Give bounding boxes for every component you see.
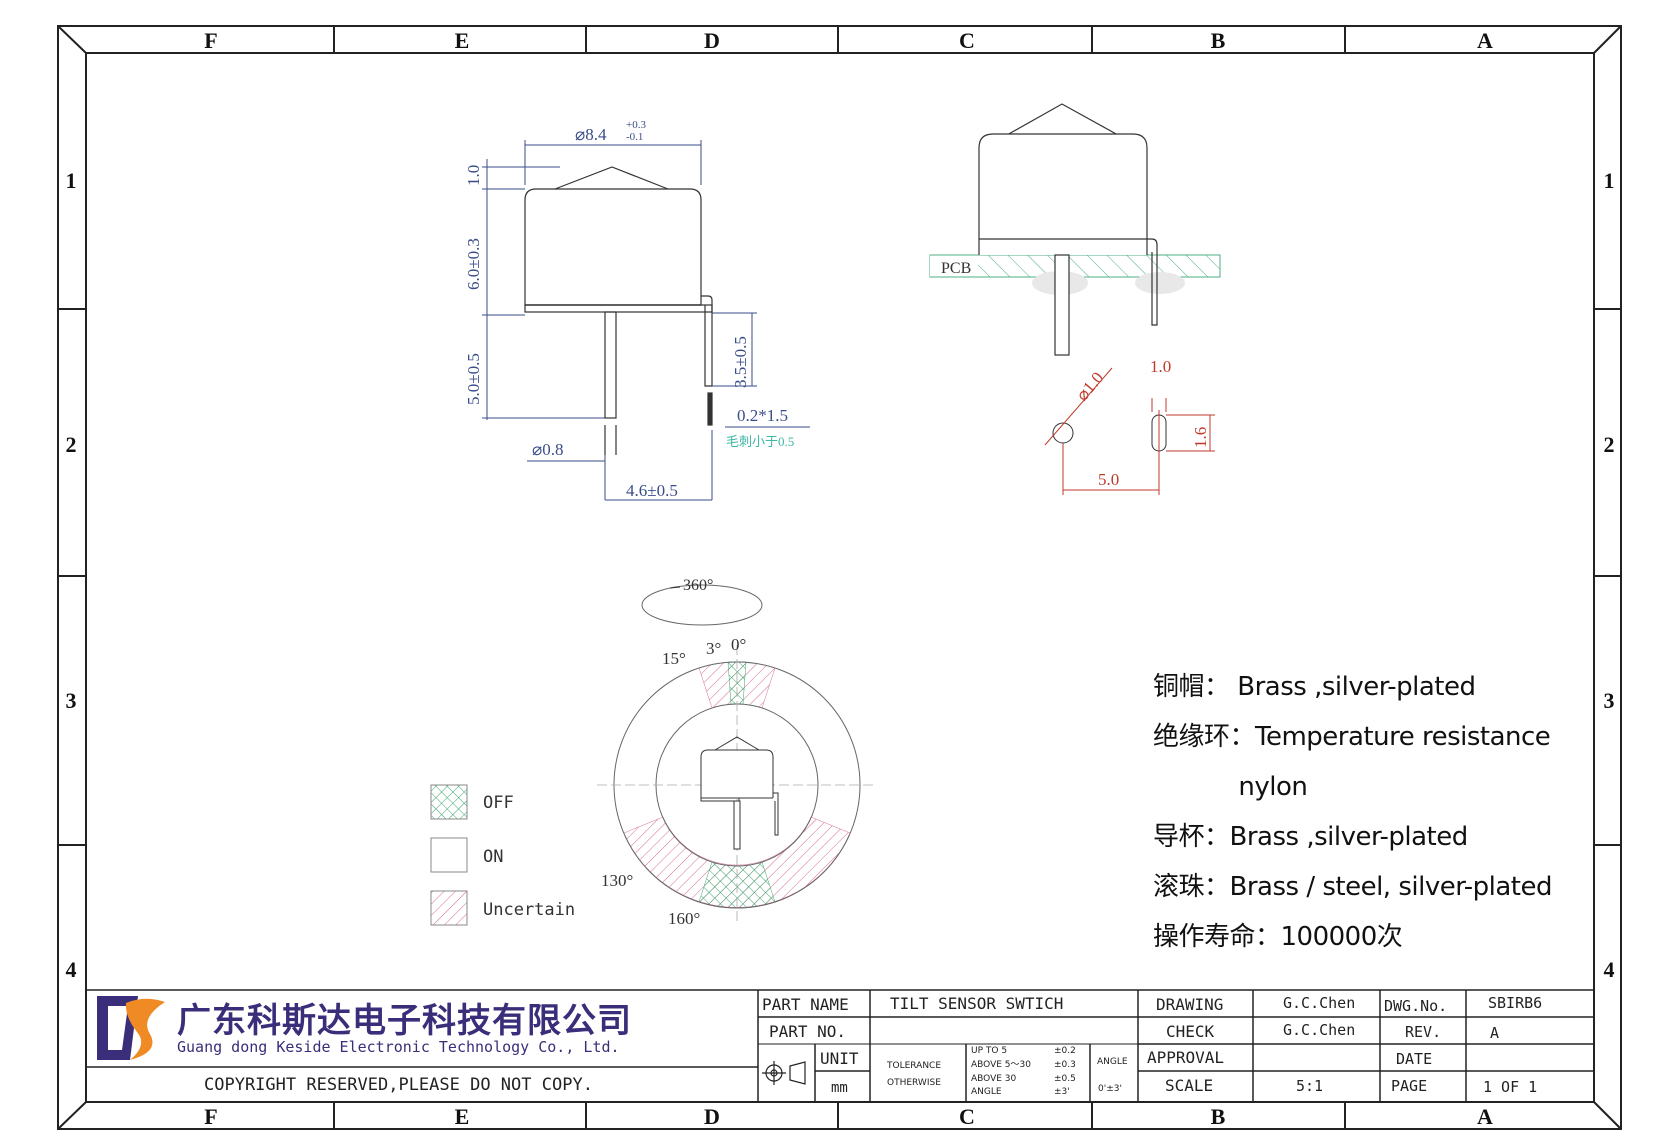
rev-value: A xyxy=(1490,1024,1499,1042)
part-name-label: PART NAME xyxy=(762,995,849,1014)
row-label-right: 2 xyxy=(1604,432,1615,457)
part-no-label: PART NO. xyxy=(769,1022,846,1041)
col-label-bottom: F xyxy=(204,1104,217,1129)
approval-label: APPROVAL xyxy=(1147,1048,1224,1067)
material-insulation-ring: 绝缘环：Temperature resistance xyxy=(1153,722,1551,752)
legend-uncertain-label: Uncertain xyxy=(483,900,575,920)
row-label-right: 4 xyxy=(1604,957,1615,982)
projection-symbol-icon xyxy=(762,1061,806,1085)
materials-list: 铜帽： Brass ,silver-plated 绝缘环：Temperature… xyxy=(1153,662,1673,962)
tol-row4-value: ±3' xyxy=(1054,1087,1070,1097)
state-legend: OFF ON Uncertain xyxy=(430,784,575,926)
dim-tab-length: 3.5±0.5 xyxy=(731,336,750,388)
tolerance-otherwise: OTHERWISE xyxy=(887,1078,941,1088)
tol-row2-range: ABOVE 5～30 xyxy=(971,1060,1031,1070)
legend-on-label: ON xyxy=(483,847,503,867)
material-cap: 铜帽： Brass ,silver-plated xyxy=(1153,672,1476,702)
unit-label: UNIT xyxy=(820,1049,859,1068)
drawing-value: G.C.Chen xyxy=(1283,994,1355,1012)
pcb-mount-view: PCB ⌀1.0 1.0 1.6 5. xyxy=(929,103,1221,495)
col-label-top: C xyxy=(959,28,975,53)
dim-pin-spacing: 4.6±0.5 xyxy=(626,481,678,500)
col-label-bottom: E xyxy=(455,1104,470,1129)
pcb-label: PCB xyxy=(941,260,971,277)
tilt-angle-diagram: 360° xyxy=(597,577,877,928)
tol-row1-value: ±0.2 xyxy=(1054,1046,1076,1056)
dim-hole-diameter: ⌀1.0 xyxy=(1073,368,1108,404)
col-label-bottom: D xyxy=(704,1104,720,1129)
dim-tol-upper: +0.3 xyxy=(626,119,646,131)
material-cup: 导杯：Brass ,silver-plated xyxy=(1153,822,1468,852)
frame-labels: F E D C B A F E D C B A 1 2 3 4 1 2 3 4 xyxy=(66,28,1615,1129)
company-name-en: Guang dong Keside Electronic Technology … xyxy=(177,1038,620,1056)
row-label-right: 1 xyxy=(1604,168,1615,193)
row-label-left: 3 xyxy=(66,688,77,713)
row-label-left: 2 xyxy=(66,432,77,457)
company-logo-icon xyxy=(97,996,165,1060)
angle-tol-value: 0'±3' xyxy=(1098,1084,1122,1094)
col-label-bottom: A xyxy=(1477,1104,1493,1129)
tol-row4-range: ANGLE xyxy=(971,1087,1002,1097)
dim-tol-lower: -0.1 xyxy=(626,131,643,143)
title-block xyxy=(86,989,1594,1102)
company-name-cn: 广东科斯达电子科技有限公司 xyxy=(177,1001,632,1041)
angle-3: 3° xyxy=(706,639,721,658)
dim-pin-length: 5.0±0.5 xyxy=(464,353,483,405)
dim-diameter: ⌀8.4 xyxy=(575,125,607,144)
tolerance-label: TOLERANCE xyxy=(886,1061,941,1071)
col-label-bottom: C xyxy=(959,1104,975,1129)
row-label-left: 1 xyxy=(66,168,77,193)
col-label-top: F xyxy=(204,28,217,53)
dim-slot-height: 1.6 xyxy=(1191,427,1210,448)
tol-row2-value: ±0.3 xyxy=(1054,1060,1076,1070)
angle-160: 160° xyxy=(668,909,700,928)
material-ball: 滚珠：Brass / steel, silver-plated xyxy=(1153,872,1552,902)
row-label-right: 3 xyxy=(1604,688,1615,713)
scale-label: SCALE xyxy=(1165,1076,1213,1095)
legend-off-label: OFF xyxy=(483,793,514,813)
dim-cap-height: 1.0 xyxy=(464,165,483,186)
col-label-top: D xyxy=(704,28,720,53)
drawing-frame xyxy=(57,25,1622,1130)
dwg-no-value: SBIRB6 xyxy=(1488,994,1542,1012)
rev-label: REV. xyxy=(1405,1023,1441,1041)
tol-row3-value: ±0.5 xyxy=(1054,1074,1076,1084)
col-label-top: B xyxy=(1211,28,1226,53)
part-name-value: TILT SENSOR SWTICH xyxy=(890,994,1063,1013)
angle-15: 15° xyxy=(662,649,686,668)
col-label-top: E xyxy=(455,28,470,53)
tol-row3-range: ABOVE 30 xyxy=(971,1074,1017,1084)
date-label: DATE xyxy=(1396,1050,1432,1068)
dim-tab-size: 0.2*1.5 xyxy=(737,406,788,425)
scale-value: 5:1 xyxy=(1296,1077,1323,1095)
drawing-label: DRAWING xyxy=(1156,995,1223,1014)
row-label-left: 4 xyxy=(66,957,77,982)
dim-body-height: 6.0±0.3 xyxy=(464,238,483,290)
col-label-top: A xyxy=(1477,28,1493,53)
tol-row1-range: UP TO 5 xyxy=(971,1046,1007,1056)
dim-slot-width: 1.0 xyxy=(1150,357,1171,376)
unit-value: mm xyxy=(831,1080,848,1096)
dim-burr-note: 毛刺小于0.5 xyxy=(726,434,794,449)
check-value: G.C.Chen xyxy=(1283,1021,1355,1039)
page-value: 1 OF 1 xyxy=(1483,1078,1537,1096)
col-label-bottom: B xyxy=(1211,1104,1226,1129)
sensor-side-view: ⌀8.4 +0.3 -0.1 1.0 6.0±0.3 5.0±0.5 3.5±0… xyxy=(464,119,810,501)
angle-130: 130° xyxy=(601,871,633,890)
angle-tol-label: ANGLE xyxy=(1097,1057,1128,1067)
rotation-label: 360° xyxy=(683,577,713,594)
page-label: PAGE xyxy=(1391,1077,1427,1095)
check-label: CHECK xyxy=(1166,1022,1215,1041)
dim-pin-diameter: ⌀0.8 xyxy=(532,440,564,459)
dwg-no-label: DWG.No. xyxy=(1384,997,1447,1015)
operating-life: 操作寿命：100000次 xyxy=(1153,922,1403,952)
dim-hole-spacing: 5.0 xyxy=(1098,470,1119,489)
material-insulation-ring-cont: nylon xyxy=(1153,772,1308,802)
angle-0: 0° xyxy=(731,635,746,654)
copyright-notice: COPYRIGHT RESERVED,PLEASE DO NOT COPY. xyxy=(204,1075,593,1095)
